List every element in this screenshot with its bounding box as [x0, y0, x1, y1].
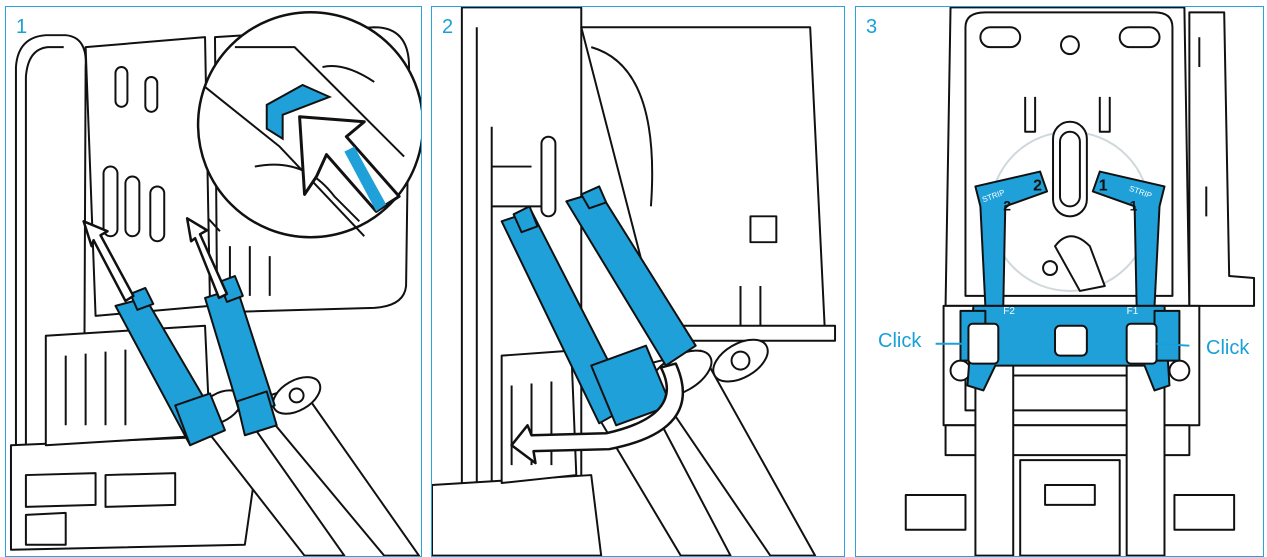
step-number: 3 [866, 16, 878, 38]
port-mark-left: F2 [1003, 306, 1015, 317]
part-mark-upper-right: 1 [1099, 177, 1108, 194]
step-panel-1: 1 [5, 6, 422, 557]
port-mark-right: F1 [1127, 306, 1139, 317]
step-panel-2: 2 [431, 6, 845, 557]
step-number: 1 [16, 16, 28, 38]
step-3-illustration: 2 1 2 1 STRIP STRIP F2 F1 [904, 7, 1256, 556]
part-mark-slot-right: 1 [1130, 197, 1138, 213]
click-label-right: Click [1204, 337, 1252, 359]
step-panel-3: 2 1 2 1 STRIP STRIP F2 F1 3 Click Click [855, 6, 1264, 557]
step-1-illustration [9, 11, 421, 556]
step-number: 2 [442, 16, 454, 38]
part-mark-upper-left: 2 [1033, 177, 1042, 194]
part-mark-slot-left: 2 [1003, 197, 1011, 213]
step-2-illustration [432, 7, 837, 556]
click-label-left: Click [876, 330, 924, 352]
